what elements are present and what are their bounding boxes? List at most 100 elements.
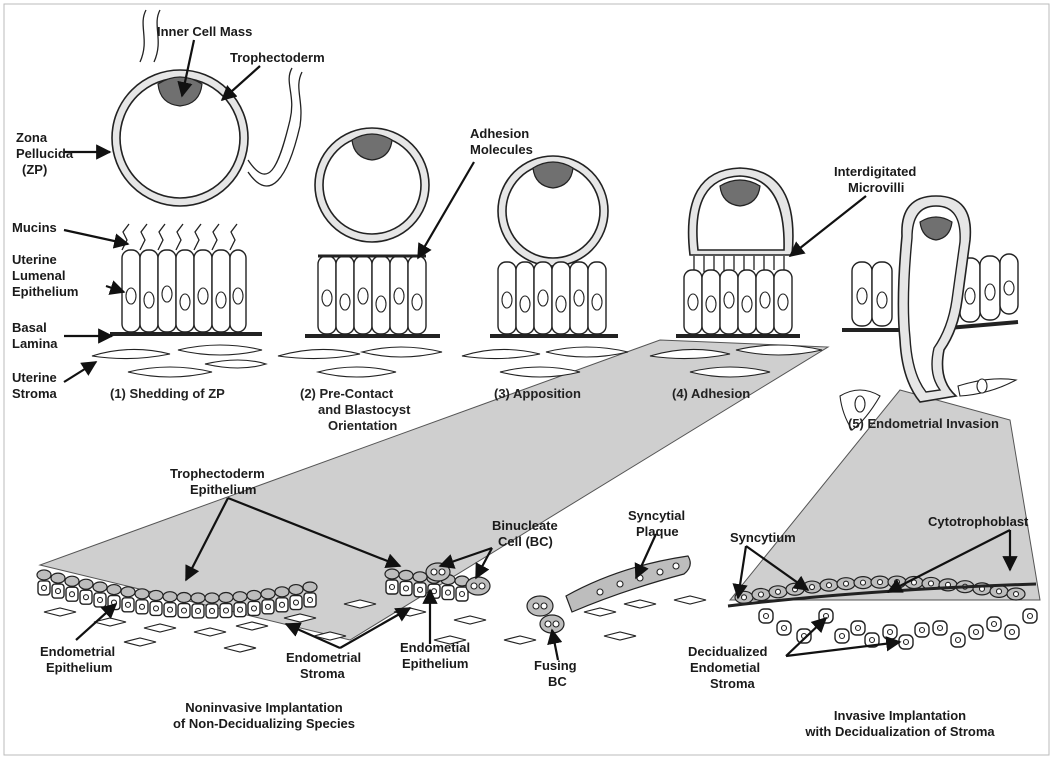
cell-nucleus <box>1010 630 1015 635</box>
label-inner-cell-mass: Inner Cell Mass <box>157 24 252 39</box>
label-plaque-2: Plaque <box>636 524 679 539</box>
uterine-epithelium-3 <box>498 262 606 334</box>
cell-nucleus <box>759 592 764 597</box>
cell-nucleus <box>878 580 883 585</box>
stage-4-label: (4) Adhesion <box>672 386 750 401</box>
trophectoderm-cell <box>177 593 191 603</box>
label-basal-2: Lamina <box>12 336 58 351</box>
stroma-cell <box>224 644 256 652</box>
cell-nucleus <box>154 606 159 611</box>
label-endo-epi-2: Epithelium <box>46 660 112 675</box>
label-cytotrophoblast: Cytotrophoblast <box>928 514 1029 529</box>
stroma-cell <box>44 608 76 616</box>
cell-nucleus <box>974 630 979 635</box>
cell-nucleus <box>432 589 437 594</box>
cell-nucleus <box>764 614 769 619</box>
stroma-cell <box>504 636 536 644</box>
label-syncytium: Syncytium <box>730 530 796 545</box>
cell-nucleus <box>776 589 781 594</box>
cell-nucleus <box>742 595 747 600</box>
stage-3-label: (3) Apposition <box>494 386 581 401</box>
caption-invasive-1: Invasive Implantation <box>834 708 966 723</box>
label-decid-1: Decidualized <box>688 644 768 659</box>
cell-nucleus <box>294 600 299 605</box>
cell-nucleus <box>920 628 925 633</box>
cell-nucleus <box>98 597 103 602</box>
stage-1-label: (1) Shedding of ZP <box>110 386 225 401</box>
label-zona-3: (ZP) <box>22 162 47 177</box>
cell-nucleus <box>182 608 187 613</box>
label-endo-stroma-2: Stroma <box>300 666 346 681</box>
caption-invasive-2: with Decidualization of Stroma <box>804 724 995 739</box>
cell-nucleus <box>997 589 1002 594</box>
cell-nucleus <box>210 608 215 613</box>
label-te-1: Trophectoderm <box>170 466 265 481</box>
label-ule-1: Uterine <box>12 252 57 267</box>
cell-nucleus <box>84 595 89 600</box>
label-adhesion-1: Adhesion <box>470 126 529 141</box>
label-ule-2: Lumenal <box>12 268 65 283</box>
label-decid-3: Stroma <box>710 676 756 691</box>
label-stroma-2: Stroma <box>12 386 58 401</box>
label-microvilli-2: Microvilli <box>848 180 904 195</box>
label-fusing-2: BC <box>548 674 567 689</box>
stroma-cell <box>584 608 616 616</box>
cell-nucleus <box>418 587 423 592</box>
trophectoderm-cell <box>51 573 65 583</box>
stroma-cell <box>454 616 486 624</box>
label-zona-1: Zona <box>16 130 48 145</box>
cell-nucleus <box>1014 592 1019 597</box>
trophectoderm-cell <box>149 590 163 600</box>
trophectoderm-cell <box>205 593 219 603</box>
cell-nucleus <box>929 581 934 586</box>
cell-nucleus <box>70 592 75 597</box>
basal-lamina <box>948 322 1018 328</box>
cell-nucleus <box>824 614 829 619</box>
trophectoderm-cell <box>121 587 135 597</box>
label-fusing-1: Fusing <box>534 658 577 673</box>
uterine-stroma-1 <box>92 345 266 377</box>
cell-nucleus <box>42 585 47 590</box>
trophectoderm-cell <box>275 587 289 597</box>
stroma-cell <box>624 600 656 608</box>
cell-nucleus <box>196 608 201 613</box>
trophectoderm-cell <box>191 593 205 603</box>
cell-nucleus <box>280 602 285 607</box>
cell-nucleus <box>238 607 243 612</box>
trophectoderm-cell <box>163 592 177 602</box>
trophectoderm-cell <box>93 582 107 592</box>
cell-nucleus <box>140 604 145 609</box>
cell-nucleus <box>168 607 173 612</box>
label-decid-2: Endometial <box>690 660 760 675</box>
caption-noninvasive-2: of Non-Decidualizing Species <box>173 716 355 731</box>
trophectoderm-cell <box>65 576 79 586</box>
cell-nucleus <box>840 634 845 639</box>
trophectoderm-cell <box>233 592 247 602</box>
mucins <box>122 224 237 250</box>
cell-nucleus <box>827 583 832 588</box>
cell-nucleus <box>224 608 229 613</box>
captions: Noninvasive Implantation of Non-Decidual… <box>173 700 995 739</box>
cell-nucleus <box>446 590 451 595</box>
label-endo-stroma-1: Endometrial <box>286 650 361 665</box>
cell-nucleus <box>793 587 798 592</box>
trophectoderm-cell <box>385 569 399 579</box>
label-plaque-1: Syncytial <box>628 508 685 523</box>
stroma-cell <box>604 632 636 640</box>
trophectoderm-cell <box>135 589 149 599</box>
cell-nucleus <box>460 592 465 597</box>
cell-nucleus <box>888 630 893 635</box>
uterine-stroma-2 <box>278 347 442 377</box>
cell-nucleus <box>861 580 866 585</box>
cell-nucleus <box>856 626 861 631</box>
cell-nucleus <box>126 602 131 607</box>
cell-nucleus <box>870 638 875 643</box>
zona-shedding-fragment <box>248 68 302 186</box>
label-bc-2: Cell (BC) <box>498 534 553 549</box>
cell-nucleus <box>810 585 815 590</box>
cell-nucleus <box>56 589 61 594</box>
label-te-2: Epithelium <box>190 482 256 497</box>
cell-nucleus <box>938 626 943 631</box>
